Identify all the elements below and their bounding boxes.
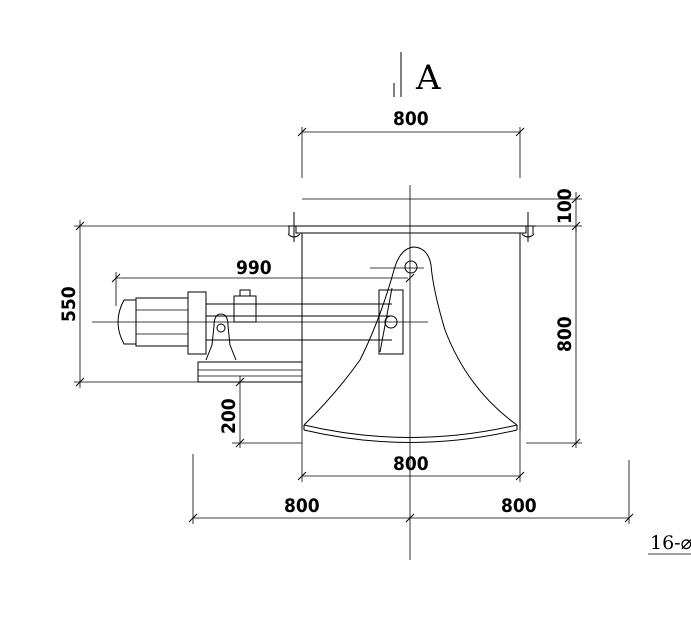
view-marker: A	[393, 52, 441, 98]
valve-body	[301, 233, 521, 430]
dim-top-width: 800	[297, 108, 525, 178]
bolt-note: 16-⌀	[648, 532, 691, 555]
dim-right-span-label: 800	[501, 495, 537, 517]
dim-top-width-label: 800	[393, 108, 429, 130]
dim-left-span-label: 800	[284, 495, 320, 517]
sector-gate	[303, 246, 518, 443]
dim-lower-spans: 800 800	[188, 454, 634, 524]
dim-base-height-label: 200	[218, 398, 240, 434]
view-label: A	[415, 58, 441, 98]
dim-shaft-length: 990	[111, 257, 415, 306]
dim-height-overall: 550	[58, 220, 290, 388]
drive-assembly	[92, 287, 428, 361]
dim-flange: 100	[520, 188, 582, 232]
dim-height-overall-label: 550	[58, 286, 80, 322]
bolt-note-label: 16-⌀	[650, 532, 691, 554]
dim-bottom-width: 800	[297, 430, 525, 482]
dim-shaft-length-label: 990	[236, 257, 272, 279]
dim-body-height-label: 800	[554, 316, 576, 352]
dim-body-height: 800	[526, 226, 582, 448]
dim-flange-label: 100	[554, 188, 576, 224]
base-support	[197, 361, 303, 383]
top-flange	[287, 198, 536, 242]
dim-bottom-width-label: 800	[393, 453, 429, 475]
dim-base-height: 200	[218, 376, 302, 448]
